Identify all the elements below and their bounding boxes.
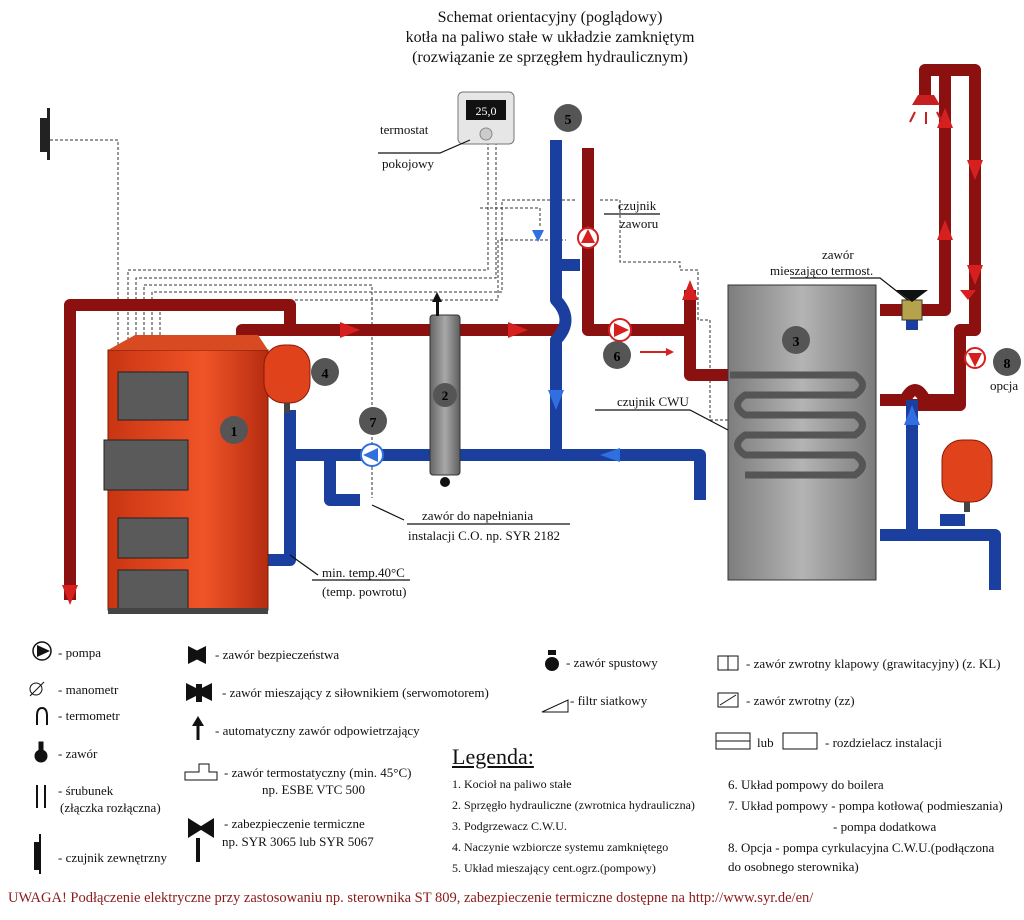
marker-7: 7 (359, 407, 387, 435)
thermostatic-valve-icon (184, 763, 218, 781)
legend-item-8: 8. Opcja - pompa cyrkulacyjna C.W.U.(pod… (728, 840, 995, 855)
room-thermostat (457, 91, 515, 145)
legend-zawor: - zawór (58, 746, 98, 761)
drain-valve-icon (545, 650, 559, 671)
expansion-vessel-4 (263, 344, 311, 413)
label-min-temp: min. temp.40°C (322, 565, 405, 580)
valve-icon (34, 741, 48, 763)
pump-6 (608, 318, 632, 342)
servo-mixing-valve-icon (186, 683, 212, 702)
legend-lub: lub (757, 735, 774, 750)
external-sensor (40, 108, 50, 160)
thermal-protection-icon (188, 818, 214, 862)
legend-srubunek: - śrubunek (58, 783, 114, 798)
legend-pompa: - pompa (58, 645, 101, 660)
legend-esbe: np. ESBE VTC 500 (262, 782, 366, 797)
label-termostat: termostat (380, 122, 429, 137)
marker-8: 8 (993, 348, 1021, 376)
legend-title: Legenda: (452, 744, 534, 769)
sensor-icon (34, 834, 41, 874)
label-zaworu: zaworu (620, 216, 659, 231)
legend-spustowy: - zawór spustowy (566, 655, 658, 670)
flap-check-valve-icon (717, 655, 739, 671)
legend-zawor-bezp: - zawór bezpieczeństwa (215, 647, 340, 662)
legend-item-5: 5. Układ mieszający cent.ogrz.(pompowy) (452, 861, 656, 875)
marker-6: 6 (603, 341, 631, 369)
cold-flow-arrows (532, 230, 920, 462)
manifold-icon-b (782, 732, 818, 750)
thermostatic-mixing-valve (896, 290, 928, 321)
legend-odpowietrz: - automatyczny zawór odpowietrzający (215, 723, 420, 738)
air-vent-icon (192, 716, 204, 740)
label-temp-powrotu: (temp. powrotu) (322, 584, 407, 599)
legend-item-7: 7. Układ pompowy - pompa kotłowa( podmie… (728, 798, 1003, 813)
legend-item-3: 3. Podgrzewacz C.W.U. (452, 819, 567, 833)
thermometer-icon (36, 706, 48, 725)
solid-fuel-boiler (103, 335, 269, 614)
page-title-line-3: (rozwiązanie ze sprzęgłem hydraulicznym) (412, 49, 688, 66)
hot-flow-arrows (62, 108, 983, 605)
svg-text:8: 8 (1004, 357, 1011, 372)
label-czujnik-cwu: czujnik CWU (617, 394, 689, 409)
label-leaders (289, 139, 909, 581)
legend-zabezp: - zabezpieczenie termiczne (224, 816, 365, 831)
legend-item-8b: do osobnego sterownika) (728, 859, 859, 874)
pump-5 (577, 227, 599, 249)
marker-2: 2 (433, 383, 457, 407)
marker-1: 1 (220, 416, 248, 444)
thermostat-display: 25,0 (476, 104, 497, 118)
legend-rozdzielacz: - rozdzielacz instalacji (825, 735, 942, 750)
manometer-icon (29, 681, 45, 697)
warning-note: UWAGA! Podłączenie elektryczne przy zast… (8, 890, 814, 906)
legend-zwrotny-klapowy: - zawór zwrotny klapowy (grawitacyjny) (… (746, 656, 1001, 671)
safety-valve-icon (188, 646, 206, 664)
strainer-icon (541, 699, 569, 713)
marker-4: 4 (311, 358, 339, 386)
svg-text:7: 7 (370, 416, 377, 431)
legend-item-4: 4. Naczynie wzbiorcze systemu zamknięteg… (452, 840, 669, 854)
legend-syr: np. SYR 3065 lub SYR 5067 (222, 834, 374, 849)
svg-text:6: 6 (614, 350, 621, 365)
legend-item-2: 2. Sprzęgło hydrauliczne (zwrotnica hydr… (452, 798, 695, 812)
legend-item-6: 6. Układ pompowy do boilera (728, 777, 884, 792)
svg-text:2: 2 (442, 388, 449, 403)
label-zawor: zawór (822, 247, 854, 262)
label-czujnik: czujnik (618, 198, 657, 213)
legend-filtr: - filtr siatkowy (570, 693, 648, 708)
pump-8 (964, 347, 986, 369)
expansion-vessel-dhw (941, 439, 993, 512)
svg-text:5: 5 (565, 113, 572, 128)
legend-item-1: 1. Kocioł na paliwo stałe (452, 777, 572, 791)
pump-icon (32, 641, 52, 661)
union-icon (36, 785, 46, 808)
svg-text:4: 4 (322, 367, 329, 382)
label-napelnianie: zawór do napełniania (422, 508, 534, 523)
legend-termostatyczny: - zawór termostatyczny (min. 45°C) (224, 765, 412, 780)
check-valve-icon (717, 692, 739, 708)
marker-3: 3 (782, 326, 810, 354)
legend-manometr: - manometr (58, 682, 119, 697)
page-title-line-1: Schemat orientacyjny (poglądowy) (437, 9, 663, 26)
page-title-line-2: kotła na paliwo stałe w układzie zamknię… (405, 29, 695, 46)
legend-zwrotny-zz: - zawór zwrotny (zz) (746, 693, 855, 708)
svg-text:3: 3 (793, 335, 800, 350)
legend-zlaczka: (złączka rozłączna) (60, 800, 161, 815)
shower-head (909, 95, 943, 124)
label-mieszajaco: mieszająco termost. (770, 263, 874, 278)
label-instalacji: instalacji C.O. np. SYR 2182 (408, 528, 561, 543)
pump-7 (360, 443, 384, 467)
legend-item-7b: - pompa dodatkowa (833, 819, 937, 834)
label-opcja: opcja (990, 378, 1019, 393)
marker-5: 5 (554, 104, 582, 132)
legend-termometr: - termometr (58, 708, 120, 723)
manifold-icon-a (715, 732, 751, 750)
legend-czujnik-zew: - czujnik zewnętrzny (58, 850, 168, 865)
legend-icons (29, 641, 818, 874)
legend-zawor-miesz: - zawór mieszający z siłownikiem (serwom… (222, 685, 489, 700)
label-pokojowy: pokojowy (382, 156, 434, 171)
svg-text:1: 1 (231, 425, 238, 440)
